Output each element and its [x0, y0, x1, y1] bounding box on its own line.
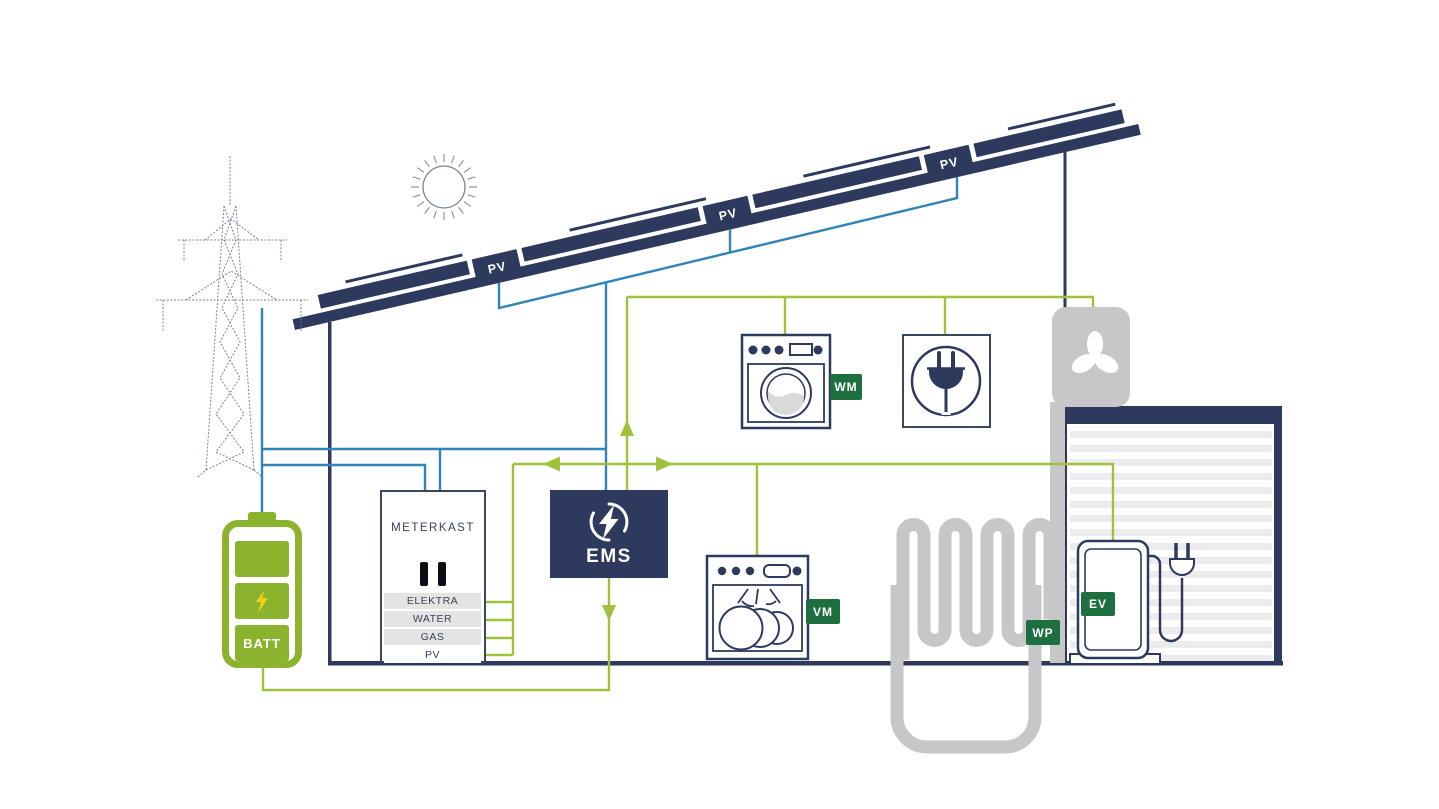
house-left-wall: [328, 322, 332, 663]
house-floor: [328, 661, 1283, 666]
mid-distribution-wire: [513, 462, 1115, 542]
washing-machine-icon: [740, 333, 832, 430]
lightning-bolt-icon: [256, 589, 268, 613]
meter-row-pv: PV: [384, 647, 481, 663]
meterkast-title: METERKAST: [391, 522, 475, 534]
battery-terminal: [248, 512, 276, 522]
grid-to-meter-wire-2: [262, 463, 427, 490]
meter-row-gas: GAS: [384, 629, 481, 645]
ems-to-battery-wire: [261, 578, 611, 692]
meter-stub-wires: [484, 600, 513, 657]
meter-row-water: WATER: [384, 611, 481, 627]
battery-segment: [235, 541, 289, 577]
ems-control-wires: [261, 295, 1115, 692]
battery-icon: BATT: [222, 512, 302, 668]
arrow-down-icon: [602, 605, 616, 621]
meter-slot-icon: [438, 562, 446, 586]
battery-segment: [235, 583, 289, 619]
ev-badge: EV: [1081, 592, 1115, 616]
vm-badge: VM: [806, 599, 840, 624]
wp-badge: WP: [1026, 620, 1060, 645]
garage-right-border: [1274, 406, 1282, 663]
wm-badge: WM: [830, 374, 862, 400]
grid-wires: [260, 308, 606, 513]
fan-unit-icon: [1052, 307, 1130, 407]
meter-row-elektra: ELEKTRA: [384, 593, 481, 609]
power-pylon-icon: [156, 156, 308, 478]
ems-box: EMS: [550, 490, 668, 578]
top-distribution-wire: [627, 295, 1095, 313]
ems-bolt-icon: [589, 502, 629, 542]
meter-slot-icon: [420, 562, 428, 586]
battery-label: BATT: [235, 625, 289, 661]
arrow-up-icon: [620, 420, 634, 436]
dishwasher-icon: [705, 554, 810, 661]
heat-pump-tank: [890, 585, 1042, 754]
meterkast-box: METERKAST ELEKTRA WATER GAS PV: [380, 490, 486, 663]
pv-collector-wire: [497, 177, 959, 310]
fan-unit-post: [1050, 402, 1065, 663]
arrow-left-icon: [543, 456, 560, 472]
house-right-support: [1063, 148, 1067, 312]
pv-wires: [497, 177, 959, 490]
ems-label: EMS: [586, 546, 632, 567]
garage-top-bar: [1062, 406, 1282, 424]
arrow-right-icon: [656, 456, 673, 472]
plug-icon: [902, 334, 991, 428]
flow-arrows: [543, 420, 673, 621]
sun-icon: [411, 154, 477, 220]
